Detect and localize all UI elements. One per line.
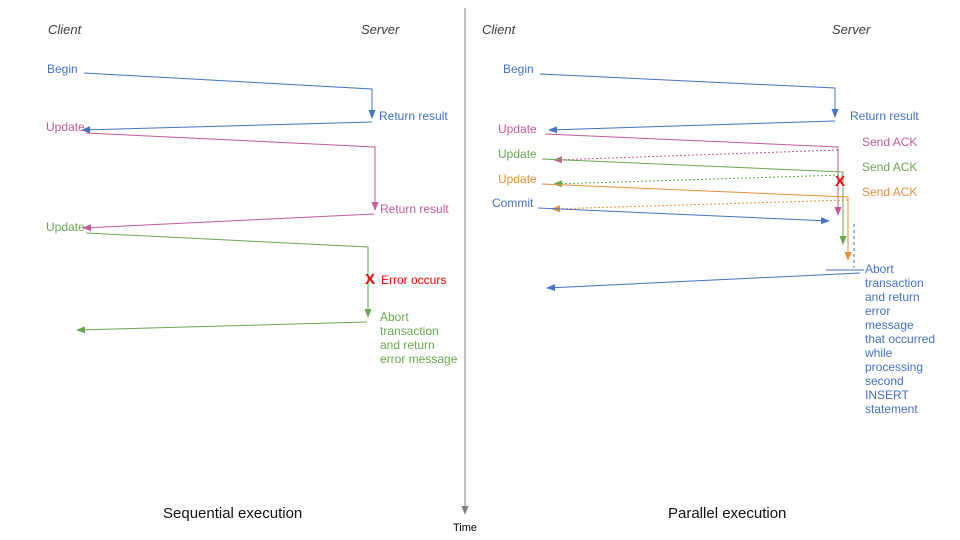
- right-client-header: Client: [482, 22, 516, 37]
- seq-update2-send-arrow: [85, 232, 372, 318]
- seq-begin-send-arrow: [83, 72, 376, 119]
- par-ack2-dotted-arrow: [553, 174, 844, 188]
- right-return-result-label: Return result: [850, 109, 919, 123]
- seq-begin-return-arrow: [81, 121, 373, 134]
- right-commit-label: Commit: [492, 196, 534, 210]
- right-update-2-label: Update: [498, 147, 537, 161]
- left-client-header: Client: [48, 22, 82, 37]
- seq-update1-send-arrow: [85, 132, 379, 211]
- left-return-result-2-label: Return result: [380, 202, 449, 216]
- left-return-result-1-label: Return result: [379, 109, 448, 123]
- right-update-3-label: Update: [498, 172, 537, 186]
- right-begin-label: Begin: [503, 62, 534, 76]
- right-error-x-icon: X: [835, 173, 846, 190]
- par-update1-send-arrow: [544, 133, 842, 216]
- par-update3-send-arrow: [541, 183, 852, 261]
- left-begin-label: Begin: [47, 62, 78, 76]
- par-ack1-dotted-arrow: [553, 149, 839, 164]
- right-server-header: Server: [832, 22, 871, 37]
- right-update-1-label: Update: [498, 122, 537, 136]
- par-ack3-dotted-arrow: [551, 199, 849, 213]
- right-caption: Parallel execution: [668, 505, 787, 522]
- left-caption: Sequential execution: [163, 505, 303, 522]
- left-abort-message: Abort transaction and return error messa…: [380, 310, 458, 366]
- left-server-header: Server: [361, 22, 400, 37]
- par-begin-return-arrow: [548, 120, 836, 134]
- left-error-occurs-label: Error occurs: [381, 273, 447, 287]
- right-ack-1-label: Send ACK: [862, 135, 918, 149]
- seq-abort-return-arrow: [76, 321, 368, 334]
- par-begin-send-arrow: [539, 73, 839, 118]
- left-error-x-icon: X: [365, 271, 376, 288]
- left-update-2-label: Update: [46, 220, 85, 234]
- par-abort-return-arrow: [546, 272, 861, 292]
- left-update-1-label: Update: [46, 120, 85, 134]
- right-abort-message: Abort transaction and return error messa…: [865, 262, 936, 416]
- right-ack-2-label: Send ACK: [862, 160, 918, 174]
- time-axis-label: Time: [452, 522, 478, 534]
- seq-update1-return-arrow: [82, 213, 375, 232]
- par-update2-send-arrow: [541, 158, 847, 245]
- right-ack-3-label: Send ACK: [862, 185, 918, 199]
- par-commit-send-arrow: [537, 207, 830, 225]
